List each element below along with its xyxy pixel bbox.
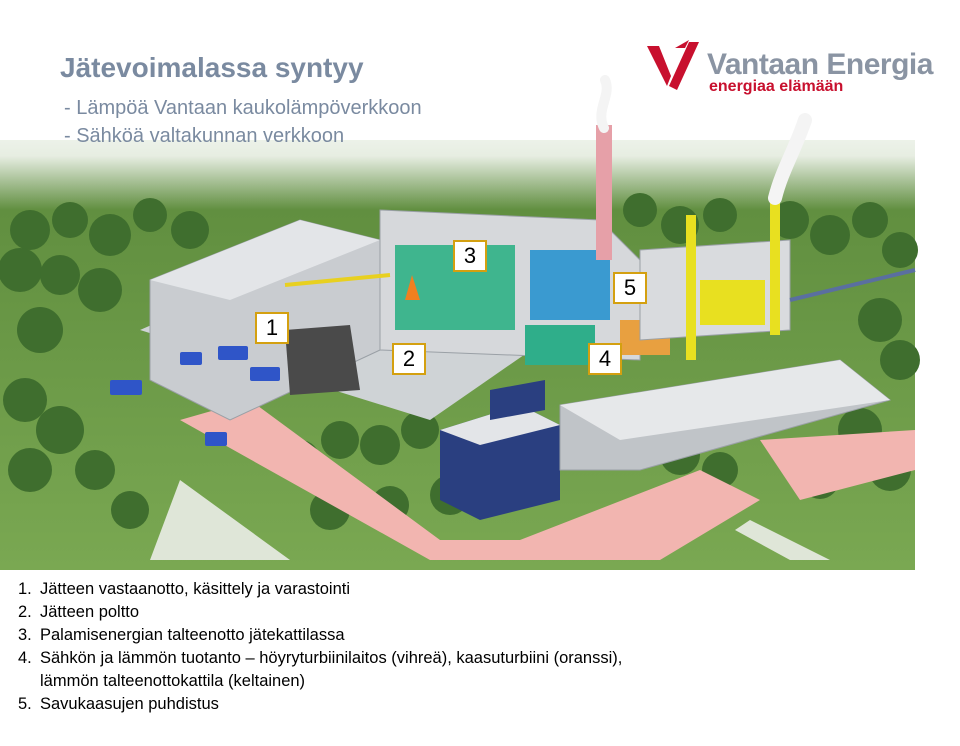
legend-list: 1. Jätteen vastaanotto, käsittely ja var… [18,578,938,716]
paving [180,400,760,560]
road-path-right [735,520,830,560]
waste-bunker [285,325,360,395]
legend-text: Sähkön ja lämmön tuotanto – höyryturbiin… [40,649,623,667]
brand-name: Vantaan Energia [707,48,933,81]
marker-4: 4 [588,343,622,375]
marker-2: 2 [392,343,426,375]
sky-fade [0,90,915,210]
steam-plume-1 [596,75,612,133]
marker-3: 3 [453,240,487,272]
steam-plume-2 [768,113,812,205]
boiler-blue [530,250,610,320]
marker-1: 1 [255,312,289,344]
furnace-fire [405,275,420,300]
heat-recovery-boiler [700,280,765,325]
legend-number: 2. [18,603,32,621]
legend-item: 3. Palamisenergian talteenotto jätekatti… [18,624,938,647]
pipe-bridge [789,268,916,302]
chimney-main [596,125,612,260]
legend-number: 5. [18,695,32,713]
legend-item: 1. Jätteen vastaanotto, käsittely ja var… [18,578,938,601]
legend-item: 5. Savukaasujen puhdistus [18,693,938,716]
chimney-yellow-1 [686,215,696,360]
legend-text-continued: lämmön talteenottokattila (keltainen) [40,672,306,690]
brand-tagline: energiaa elämään [709,78,844,95]
legend-number: 1. [18,580,32,598]
office-wing-roof [560,360,890,440]
paving-right [760,430,915,500]
legend-item: 4. Sähkön ja lämmön tuotanto – höyryturb… [18,647,938,693]
yellow-crane [284,273,391,287]
waste-trucks [110,346,280,446]
office-entrance [490,380,545,420]
office-roof [440,405,560,445]
subtitle-electricity: - Sähköä valtakunnan verkkoon [64,125,345,147]
legend-number: 4. [18,649,32,667]
steam-turbine [525,325,595,365]
marker-5: 5 [613,272,647,304]
legend-item: 2. Jätteen poltto [18,601,938,624]
legend-number: 3. [18,626,32,644]
brand-logo-icon [647,40,699,90]
road-path [150,480,290,560]
legend-text: Jätteen vastaanotto, käsittely ja varast… [40,580,351,598]
chimney-yellow-2 [770,195,780,335]
waste-hall-roof [150,220,380,300]
legend-text: Savukaasujen puhdistus [40,695,219,713]
legend-text: Palamisenergian talteenotto jätekattilas… [40,626,345,644]
legend-text: Jätteen poltto [40,603,140,621]
subtitle-heat: - Lämpöä Vantaan kaukolämpöverkkoon [64,97,422,119]
slide-title: Jätevoimalassa syntyy [60,52,364,83]
